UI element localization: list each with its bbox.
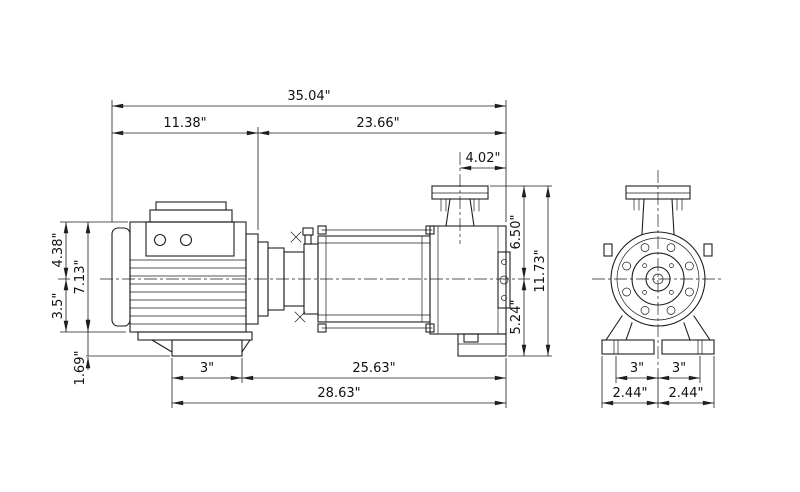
dim-label-base-overall: 28.63"	[317, 386, 360, 401]
dim-label-overall-length: 35.04"	[287, 89, 330, 104]
hub-bolt	[642, 290, 647, 295]
dimension-lines	[63, 103, 714, 406]
foot-pad-right	[661, 339, 715, 355]
dim-label-flange-to-center: 6.50"	[509, 215, 524, 250]
cable-entry-hole	[179, 233, 193, 247]
vent-plug-head	[302, 227, 314, 236]
terminal-box-cover	[155, 201, 227, 211]
staybolts	[321, 229, 433, 329]
motor-body	[129, 221, 247, 333]
casing-bolt	[685, 261, 694, 271]
motor-base-plate	[137, 331, 253, 341]
hub-bolt	[669, 263, 674, 268]
flange-neck	[641, 198, 675, 235]
staybolt-nut	[317, 323, 327, 333]
dim-label-base-right: 2.44"	[669, 386, 704, 401]
casing-bolt	[640, 243, 650, 252]
motor-fan-cover	[111, 227, 131, 327]
flange-bolts	[440, 198, 480, 212]
hub-bolt	[669, 290, 674, 295]
drain-plug	[463, 333, 479, 343]
foot-bolt-slots	[613, 339, 703, 355]
vent-plug-stem	[304, 234, 312, 245]
dim-label-flange-to-end: 4.02"	[466, 151, 501, 166]
casing-bolt	[666, 243, 676, 252]
flange-bolt-hole	[501, 295, 507, 301]
dimension-labels: 35.04" 11.38" 23.66" 4.02" 6.50" 5.24" 1…	[51, 89, 703, 401]
flange-bolt-hole	[501, 259, 507, 265]
coupling-clamp-bolts	[290, 231, 306, 323]
dim-label-bolt-right: 3"	[672, 361, 686, 376]
dim-label-center-to-bottom: 5.24"	[509, 300, 524, 335]
foot-pad-left	[601, 339, 655, 355]
flange-neck	[445, 198, 475, 227]
side-plug	[703, 243, 713, 257]
extension-lines	[58, 100, 715, 408]
dim-label-center-to-base: 3.5"	[51, 293, 66, 320]
dim-label-motor-top-to-base: 7.13"	[73, 260, 88, 295]
side-plug	[603, 243, 613, 257]
pump-head-edges	[437, 225, 499, 335]
pump-foot	[457, 333, 507, 357]
casing-bolt	[622, 261, 631, 271]
cable-entry-hole	[153, 233, 167, 247]
side-view	[100, 152, 530, 357]
staybolt-nut	[317, 225, 327, 235]
dim-label-foot-to-end: 25.63"	[352, 361, 395, 376]
motor-foot-slopes	[151, 339, 251, 353]
dim-label-motor-top-to-center: 4.38"	[51, 233, 66, 268]
dim-label-base-left: 2.44"	[613, 386, 648, 401]
dim-label-foot-height: 1.69"	[73, 351, 88, 386]
end-port-flange	[497, 251, 511, 309]
casing-bolt	[640, 306, 650, 315]
terminal-box-base	[149, 209, 233, 223]
motor-cooling-fins	[129, 259, 247, 325]
dim-label-motor-section: 11.38"	[163, 116, 206, 131]
end-view	[592, 170, 724, 370]
foot-legs	[605, 315, 711, 341]
dimension-extension-lines	[58, 100, 715, 408]
terminal-box-face	[145, 221, 235, 257]
motor-foot	[171, 339, 243, 357]
casing-bolt	[685, 287, 694, 297]
casing-bolt	[622, 287, 631, 297]
flange-bolts	[633, 198, 683, 211]
dim-label-overall-height: 11.73"	[533, 249, 548, 292]
dim-label-pump-section: 23.66"	[356, 116, 399, 131]
dim-label-foot-width: 3"	[200, 361, 214, 376]
hub-bolt	[642, 263, 647, 268]
pump-head-body	[429, 225, 507, 335]
dim-label-bolt-left: 3"	[630, 361, 644, 376]
casing-bolt	[666, 306, 676, 315]
shaft-end	[499, 275, 509, 285]
